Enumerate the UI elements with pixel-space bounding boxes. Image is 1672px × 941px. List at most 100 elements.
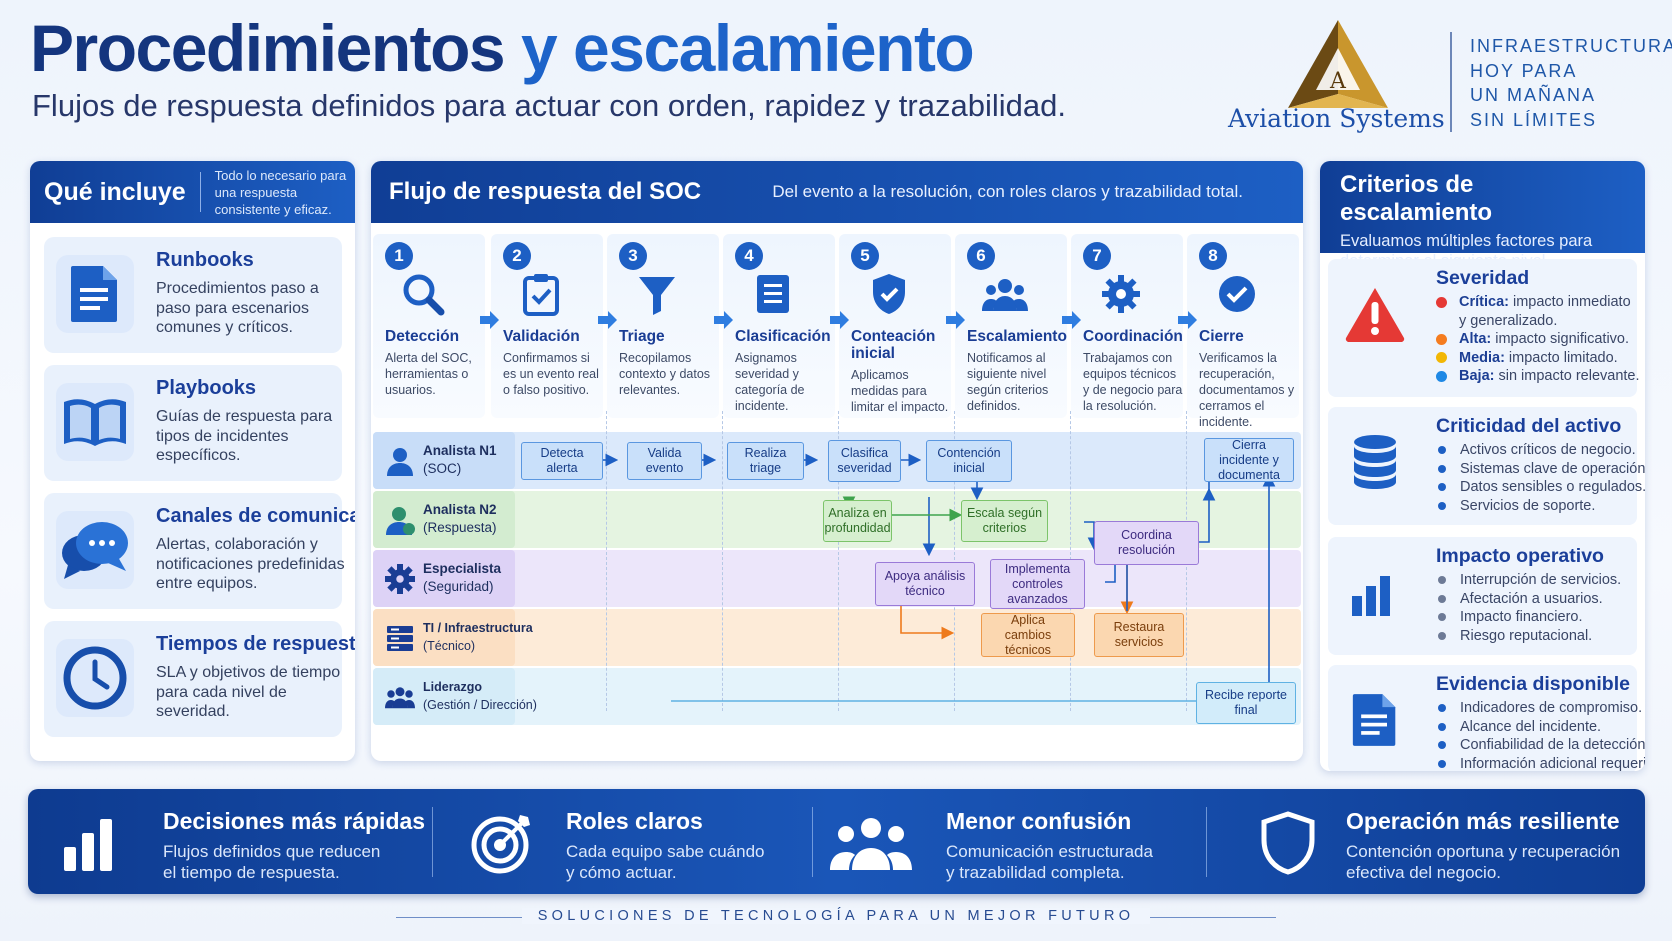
activity-detect-alert[interactable]: Detecta alerta (521, 442, 603, 480)
criteria-item-title: Impacto operativo (1436, 545, 1604, 567)
step-triage[interactable]: 3 Triage Recopilamos contexto y datos re… (607, 234, 719, 418)
step-title: Coordinación (1083, 328, 1183, 345)
activity-validate-event[interactable]: Valida evento (627, 442, 702, 480)
criteria-item-title: Evidencia disponible (1436, 673, 1630, 695)
title-part-2: y escalamiento (520, 11, 975, 85)
tagline-line: INFRAESTRUCTURA (1470, 36, 1672, 56)
step-coordination[interactable]: 7 Coordinación Trabajamos con equipos té… (1071, 234, 1183, 418)
evidence-list: Indicadores de compromiso. Alcance del i… (1436, 699, 1645, 771)
step-escalation[interactable]: 6 Escalamiento Notificamos al siguiente … (955, 234, 1067, 418)
step-validation[interactable]: 2 Validación Confirmamos si es un evento… (491, 234, 603, 418)
include-desc: Procedimientos paso a paso para escenari… (156, 280, 319, 336)
benefit-faster-decisions: Decisiones más rápidas Flujos definidos … (28, 789, 428, 894)
step-title: Validación (503, 328, 580, 345)
list-item: Información adicional requerida. (1436, 755, 1645, 771)
target-icon (468, 809, 536, 877)
lane-name: Analista N1(SOC) (423, 443, 497, 476)
divider (199, 172, 201, 212)
step-number: 5 (851, 242, 879, 270)
team-icon (975, 270, 1035, 318)
criteria-evidence[interactable]: Evidencia disponible Indicadores de comp… (1328, 665, 1645, 771)
divider (812, 807, 813, 877)
tagline-line: UN MAÑANA (1470, 85, 1597, 105)
activity-classify-severity[interactable]: Clasifica severidad (828, 440, 901, 482)
list-item: Impacto financiero. (1436, 608, 1621, 627)
step-closure[interactable]: 8 Cierre Verificamos la recuperación, do… (1187, 234, 1299, 429)
step-title: Triage (619, 328, 665, 345)
benefit-title: Decisiones más rápidas (163, 808, 426, 834)
user-icon (387, 448, 413, 476)
criteria-item-title: Criticidad del activo (1436, 415, 1622, 437)
benefit-resilient-operation: Operación más resiliente Contención opor… (1212, 789, 1632, 894)
activity-perform-triage[interactable]: Realiza triage (727, 442, 804, 480)
soc-flow-panel: Flujo de respuesta del SOC Del evento a … (371, 161, 1303, 761)
step-containment[interactable]: 5 Conteación inicial Aplicamos medidas p… (839, 234, 951, 418)
high-dot (1436, 333, 1447, 345)
low-dot (1436, 370, 1447, 382)
include-desc: Alertas, colaboración y notificaciones p… (156, 536, 345, 592)
activity-implement-controls[interactable]: Implementa controles avanzados (990, 559, 1085, 609)
arrow-right-icon (598, 311, 617, 329)
step-title: Cierre (1199, 328, 1244, 345)
criteria-operational-impact[interactable]: Impacto operativo Interrupción de servic… (1328, 537, 1637, 655)
severity-high: Alta:impacto significativo. (1436, 330, 1640, 349)
step-desc: Recopilamos contexto y datos relevantes. (619, 351, 711, 397)
activity-escalate-criteria[interactable]: Escala según criterios (961, 500, 1048, 542)
step-desc: Asignamos severidad y categoría de incid… (735, 351, 805, 413)
severity-critical-cont: y generalizado. (1459, 312, 1558, 329)
lane-name: Liderazgo(Gestión / Dirección) (423, 680, 537, 712)
user-plus-icon (386, 507, 415, 535)
lane-specialist: Especialista(Seguridad) (373, 550, 1301, 607)
activity-receive-report[interactable]: Recibe reporte final (1196, 682, 1296, 724)
activity-coordinate-resolution[interactable]: Coordina resolución (1094, 521, 1199, 565)
lane-name: Analista N2(Respuesta) (423, 502, 497, 535)
include-item-response-times[interactable]: Tiempos de respuesta SLA y objetivos de … (44, 621, 355, 737)
clock-icon (56, 639, 134, 717)
step-number: 8 (1199, 242, 1227, 270)
warning-icon (1342, 281, 1408, 347)
severity-low: Baja:sin impacto relevante. (1436, 367, 1640, 386)
tagline: INFRAESTRUCTURA HOY PARA UN MAÑANA SIN L… (1470, 34, 1672, 132)
column-divider (722, 411, 723, 711)
include-item-playbooks[interactable]: Playbooks Guías de respuesta para tipos … (44, 365, 342, 481)
page-subtitle: Flujos de respuesta definidos para actua… (32, 88, 1066, 123)
arrow-right-icon (480, 311, 499, 329)
flow-title: Flujo de respuesta del SOC (389, 178, 702, 205)
criteria-severity[interactable]: Severidad Crítica:impacto inmediato y ge… (1328, 259, 1640, 397)
column-divider (838, 411, 839, 711)
criteria-title: Criterios de escalamiento (1340, 171, 1493, 226)
include-item-runbooks[interactable]: Runbooks Procedimientos paso a paso para… (44, 237, 342, 353)
activity-restore-services[interactable]: Restaura servicios (1094, 613, 1184, 657)
activity-initial-containment[interactable]: Contención inicial (926, 440, 1012, 482)
activity-support-analysis[interactable]: Apoya análisis técnico (875, 562, 975, 606)
step-number: 7 (1083, 242, 1111, 270)
list-icon (743, 270, 803, 318)
include-item-channels[interactable]: Canales de comunicación Alertas, colabor… (44, 493, 355, 609)
lane-label: Liderazgo(Gestión / Dirección) (373, 668, 537, 725)
step-classification[interactable]: 4 Clasificación Asignamos severidad y ca… (723, 234, 835, 418)
magnifier-icon (393, 270, 453, 318)
benefit-title: Operación más resiliente (1346, 808, 1620, 834)
database-icon (1342, 429, 1408, 495)
arrow-right-icon (830, 311, 849, 329)
activity-deep-analysis[interactable]: Analiza en profundidad (823, 500, 892, 542)
list-item: Alcance del incidente. (1436, 718, 1645, 737)
step-number: 4 (735, 242, 763, 270)
impact-list: Interrupción de servicios. Afectación a … (1436, 571, 1621, 645)
step-number: 3 (619, 242, 647, 270)
step-detection[interactable]: 1 Detección Alerta del SOC, herramientas… (373, 234, 485, 418)
list-item: Sistemas clave de operación. (1436, 460, 1645, 479)
step-title: Detección (385, 328, 460, 345)
criteria-asset-criticality[interactable]: Criticidad del activo Activos críticos d… (1328, 407, 1645, 525)
step-number: 1 (385, 242, 413, 270)
activity-close-incident[interactable]: Cierra incidente y documenta (1204, 438, 1294, 482)
severity-medium: Media:impacto limitado. (1436, 349, 1640, 368)
activity-apply-changes[interactable]: Aplica cambios técnicos (981, 613, 1075, 657)
benefit-title: Roles claros (566, 808, 703, 834)
divider (1206, 807, 1207, 877)
people-icon (828, 809, 914, 877)
benefit-less-confusion: Menor confusión Comunicación estructurad… (818, 789, 1198, 894)
gear-icon (385, 564, 415, 594)
funnel-icon (627, 270, 687, 318)
severity-list: Crítica:impacto inmediato y generalizado… (1436, 293, 1640, 386)
